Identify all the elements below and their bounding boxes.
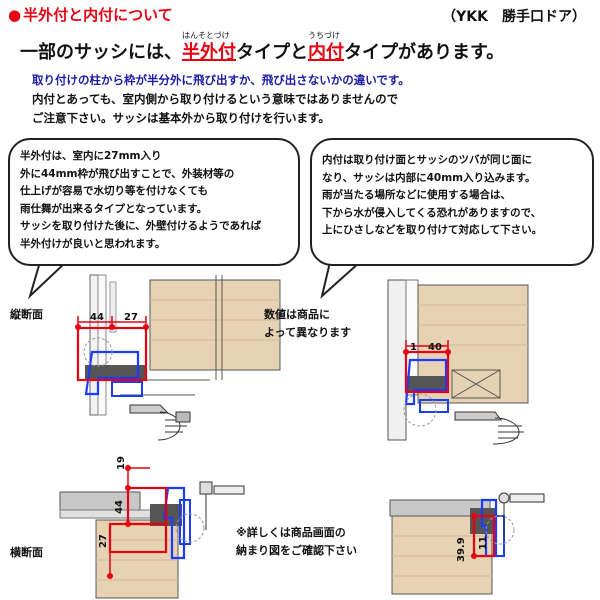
headline: 一部のサッシには、はんそとづけ半外付タイプとうちづけ内付タイプがあります。: [20, 31, 505, 63]
bubble-right-tail: [320, 261, 363, 299]
brand-label: （YKK 勝手口ドア）: [442, 9, 586, 25]
values-note-line-1: 数値は商品に: [264, 308, 330, 321]
ruby-half-external: はんそとづけ: [182, 31, 230, 40]
bubble-left-tail: [27, 261, 69, 300]
bubble-internal: 内付は取り付け面とサッシのツバが同じ面に なり、サッシは内部に40mm入り込みま…: [310, 138, 594, 266]
dim-11-horizontal: 11: [478, 536, 489, 550]
term-internal: うちづけ内付: [308, 31, 344, 63]
dim-44-vertical: 44: [90, 312, 104, 323]
section-title: ●半外付と内付について: [8, 6, 173, 24]
dim-44-horizontal: 44: [114, 500, 125, 514]
values-note-line-2: よって異なります: [264, 326, 352, 339]
dim-1-vertical: 1: [410, 342, 417, 353]
ruby-internal: うちづけ: [308, 31, 340, 40]
horizontal-section-half-external: [59, 465, 245, 599]
detail-note-line-1: ※詳しくは商品画面の: [236, 526, 346, 539]
bullet-icon: ●: [8, 6, 22, 24]
detail-note-line-2: 納まり図をご確認下さい: [236, 544, 357, 557]
dim-27-horizontal: 27: [98, 534, 109, 548]
label-horizontal-section: 横断面: [10, 546, 43, 559]
bubble-half-external: 半外付は、室内に27mm入り 外に44mm枠が飛び出すことで、外装材等の 仕上げ…: [8, 138, 300, 266]
dim-19-horizontal: 19: [116, 456, 127, 470]
label-vertical-section: 縦断面: [10, 308, 43, 321]
dim-40-vertical: 40: [428, 342, 442, 353]
horizontal-section-internal: [389, 492, 545, 595]
note-line-2: 内付とあっても、室内側から取り付けるという意味ではありませんので: [32, 92, 399, 106]
term-half-external: はんそとづけ半外付: [182, 31, 236, 63]
dim-39-9-horizontal: 39.9: [456, 537, 467, 562]
vertical-section-internal: [387, 279, 529, 445]
note-line-1: 取り付けの柱から枠が半分外に飛び出すか、飛び出さないかの違いです。: [32, 73, 410, 87]
dim-27-vertical: 27: [124, 312, 138, 323]
note-line-3: ご注意下さい。サッシは基本外から取り付けを行います。: [32, 111, 330, 125]
vertical-section-half-external: [75, 274, 281, 441]
